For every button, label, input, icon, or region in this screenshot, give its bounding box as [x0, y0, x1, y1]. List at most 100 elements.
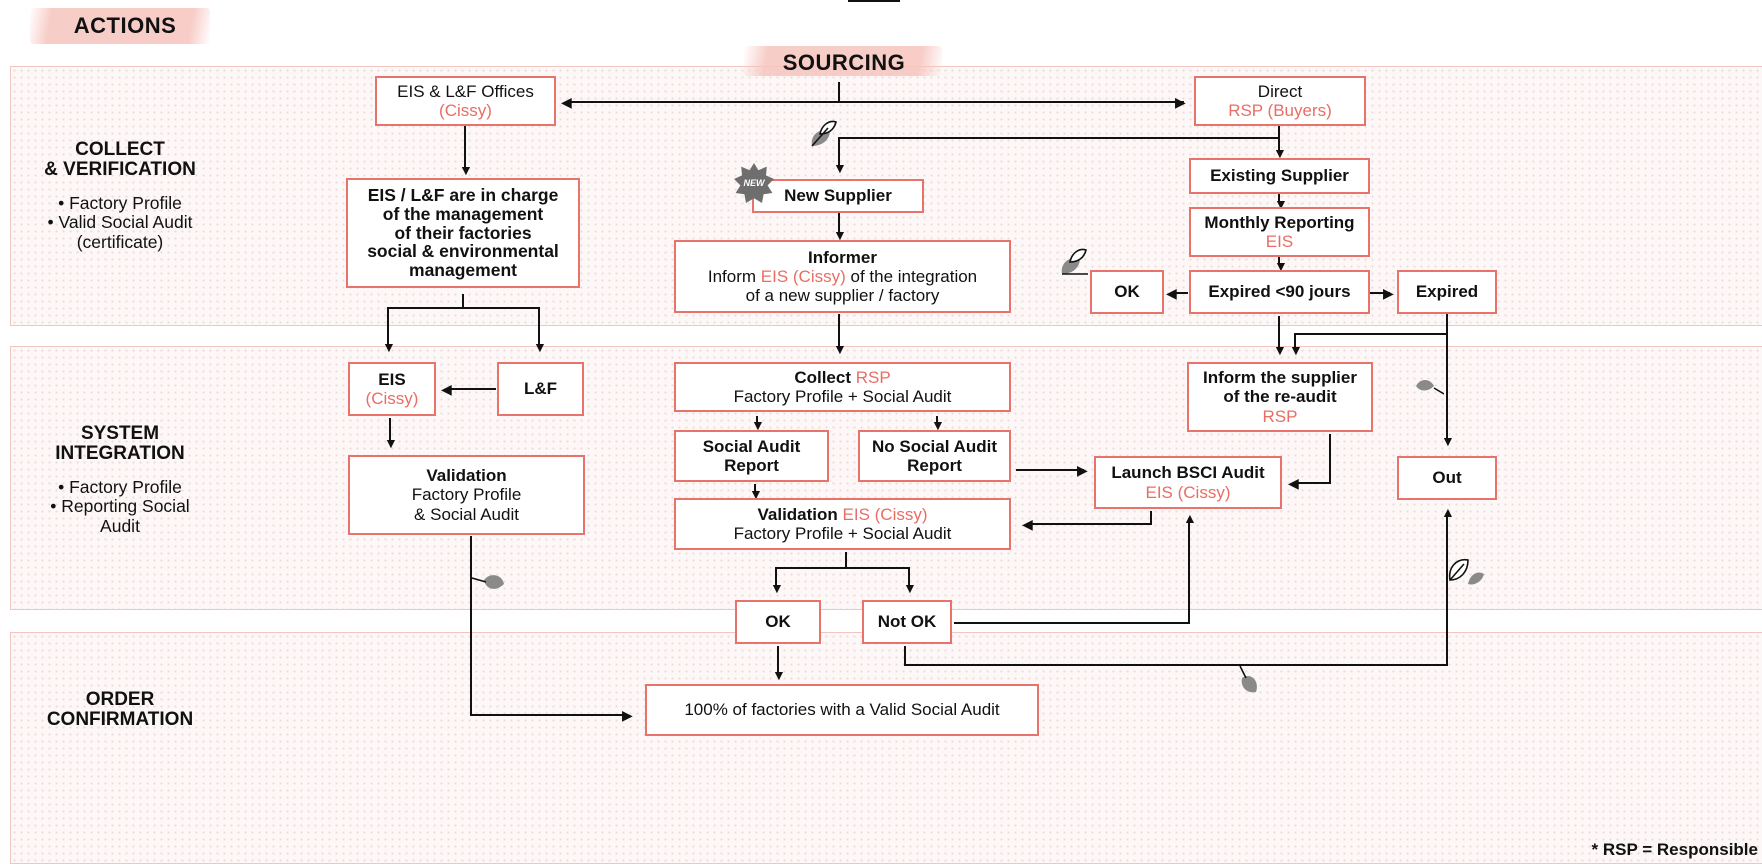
ok-top-box: OK — [1090, 270, 1164, 314]
connector — [904, 646, 906, 666]
informer-pre: Inform — [707, 266, 761, 286]
stage-collect-title-1: COLLECT — [75, 139, 165, 160]
leaf-icon — [1061, 248, 1088, 275]
expired-90-label: Expired <90 jours — [1208, 282, 1351, 302]
expired-label: Expired — [1415, 282, 1479, 302]
eis-charge-line-5: management — [409, 260, 517, 281]
connector — [1329, 434, 1331, 483]
ok-bottom-box: OK — [735, 600, 821, 644]
connector — [1016, 469, 1084, 471]
connector — [838, 82, 840, 102]
existing-supplier-label: Existing Supplier — [1210, 166, 1349, 186]
leaf-icon — [1416, 380, 1444, 395]
connector — [1446, 515, 1448, 665]
validation-left-box: Validation Factory Profile & Social Audi… — [348, 455, 585, 535]
connector — [775, 567, 910, 569]
new-supplier-label: New Supplier — [784, 186, 892, 206]
stage-order-confirmation: ORDER CONFIRMATION — [20, 690, 220, 730]
arrowhead: ▼ — [903, 580, 917, 596]
eis-charge-box: EIS / L&F are in charge of the managemen… — [346, 178, 580, 288]
connector — [1446, 314, 1448, 440]
stage-system-bullet-1: • Factory Profile — [58, 476, 182, 497]
arrowhead: ▶ — [622, 707, 633, 723]
leaf-icon — [811, 120, 837, 147]
collect-rsp-pre: Collect — [794, 367, 856, 387]
eis-cissy-box: EIS (Cissy) — [348, 362, 436, 416]
connector — [387, 307, 389, 347]
direct-box: Direct RSP (Buyers) — [1194, 76, 1366, 126]
connector — [845, 552, 847, 568]
connector — [446, 388, 496, 390]
connector — [777, 646, 779, 674]
connector — [1278, 137, 1280, 152]
connector — [1278, 256, 1280, 264]
launch-bsci-box: Launch BSCI Audit EIS (Cissy) — [1094, 456, 1282, 509]
connector — [838, 137, 840, 167]
monthly-reporting-owner: EIS — [1265, 232, 1294, 251]
social-audit-report-line-1: Social Audit — [702, 436, 801, 456]
informer-box: Informer Inform EIS (Cissy) of the integ… — [674, 240, 1011, 313]
page-title: ACTIONS — [73, 13, 177, 38]
connector — [754, 484, 756, 492]
validation-left-line-3: & Social Audit — [414, 504, 519, 524]
arrowhead: ▼ — [1273, 342, 1287, 358]
informer-line-3: of a new supplier / factory — [745, 286, 940, 306]
arrowhead: ▲ — [1183, 510, 1197, 526]
launch-bsci-owner: EIS (Cissy) — [1145, 482, 1231, 502]
stage-order-title-2: CONFIRMATION — [46, 708, 194, 730]
footnote: * RSP = Responsible — [1591, 840, 1758, 859]
social-audit-report-box: Social Audit Report — [674, 430, 829, 482]
stage-system-title-1: SYSTEM — [80, 423, 160, 444]
stage-system-bullet-2: • Reporting Social — [50, 496, 190, 517]
arrowhead: ▼ — [1273, 145, 1287, 161]
arrowhead: ▶ — [1077, 462, 1088, 478]
informer-post: of the integration — [845, 266, 978, 286]
eis-cissy-owner: (Cissy) — [365, 389, 419, 408]
stage-system-integration: SYSTEM INTEGRATION • Factory Profile • R… — [20, 424, 220, 537]
sourcing-highlight — [744, 46, 942, 76]
launch-bsci-label: Launch BSCI Audit — [1111, 463, 1265, 483]
eis-lf-offices-box: EIS & L&F Offices (Cissy) — [375, 76, 556, 126]
connector — [838, 314, 840, 348]
stage-collect-verification: COLLECT & VERIFICATION • Factory Profile… — [20, 140, 220, 253]
connector — [1294, 333, 1448, 335]
new-supplier-box: New Supplier — [752, 179, 924, 213]
final-label: 100% of factories with a Valid Social Au… — [684, 700, 1000, 720]
inform-supplier-box: Inform the supplier of the re-audit RSP — [1187, 362, 1373, 432]
arrowhead: ▶ — [1383, 285, 1394, 301]
validation-mid-line-2: Factory Profile + Social Audit — [733, 524, 952, 543]
connector — [908, 567, 910, 587]
connector — [1278, 193, 1280, 201]
informer-title: Informer — [808, 247, 877, 267]
arrowhead: ▼ — [533, 339, 547, 355]
stage-order-title-1: ORDER — [85, 689, 155, 710]
connector — [1150, 511, 1152, 525]
arrowhead: ▼ — [751, 417, 765, 433]
connector — [1294, 333, 1296, 349]
arrowhead: ◀ — [441, 381, 452, 397]
arrowhead: ▼ — [770, 580, 784, 596]
arrowhead: ▼ — [833, 227, 847, 243]
top-decoration-line — [848, 0, 900, 2]
connector — [1294, 482, 1331, 484]
connector — [904, 664, 1448, 666]
no-social-audit-report-box: No Social Audit Report — [858, 430, 1011, 482]
connector — [566, 101, 1184, 103]
connector — [1188, 518, 1190, 624]
ok-top-label: OK — [1114, 282, 1140, 302]
direct-owner: RSP (Buyers) — [1228, 101, 1332, 120]
connector — [389, 418, 391, 442]
eis-cissy-label: EIS — [378, 369, 406, 389]
no-social-audit-report-line-1: No Social Audit — [872, 436, 997, 456]
connector — [470, 714, 628, 716]
lf-label: L&F — [523, 379, 558, 399]
leaf-icon — [472, 575, 504, 589]
arrowhead: ▲ — [1441, 504, 1455, 520]
validation-mid-pre: Validation — [757, 504, 843, 524]
inform-supplier-line-2: of the re-audit — [1223, 387, 1337, 407]
arrowhead: ▼ — [1441, 433, 1455, 449]
out-label: Out — [1432, 468, 1462, 488]
arrowhead: ◀ — [561, 94, 572, 110]
eis-charge-line-2: of the management — [382, 203, 544, 224]
eis-lf-offices-label: EIS & L&F Offices — [397, 81, 534, 101]
